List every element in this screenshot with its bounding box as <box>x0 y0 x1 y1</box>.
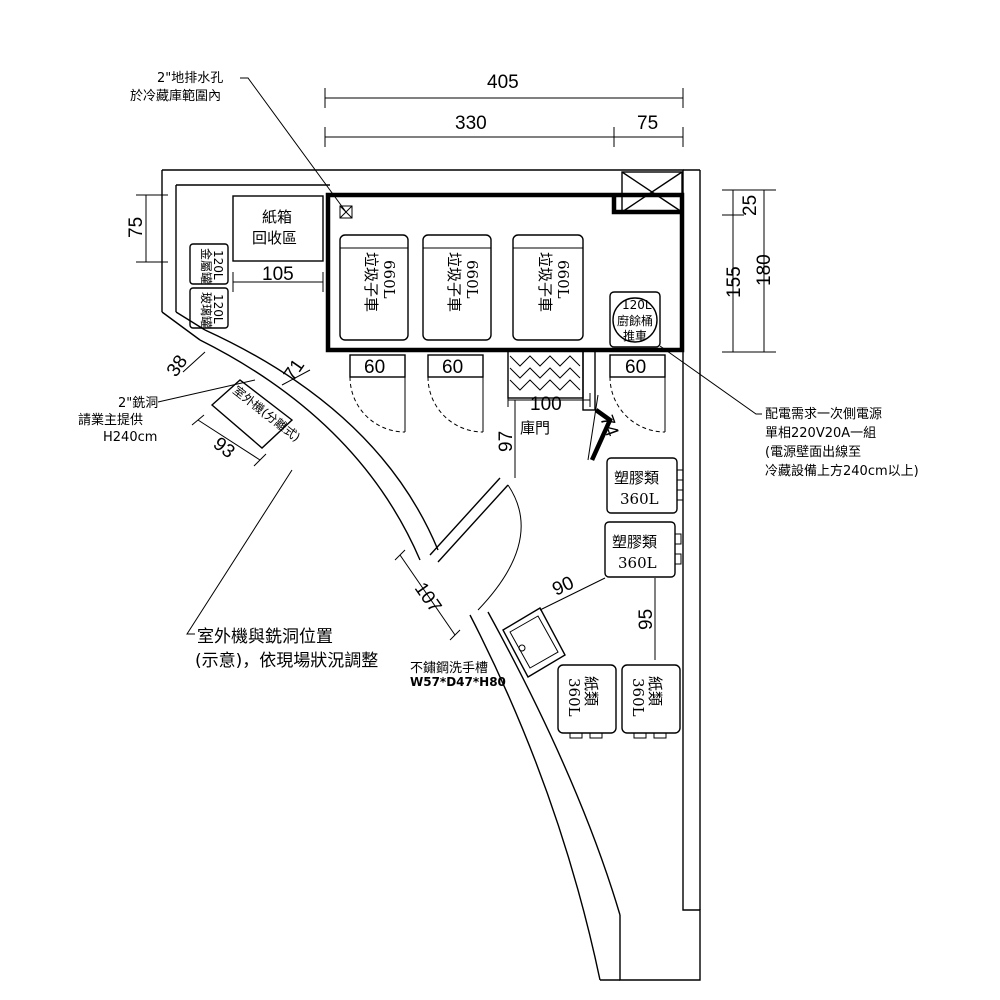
svg-text:660L: 660L <box>463 260 481 299</box>
svg-text:庫門: 庫門 <box>520 419 550 437</box>
svg-text:360L: 360L <box>620 490 659 508</box>
kitchen-waste-cart: 120L 廚餘桶 推車 <box>609 291 661 348</box>
svg-text:120L: 120L <box>211 294 225 324</box>
garbage-cart-1: 垃圾子車 660L <box>339 234 409 341</box>
svg-text:回收區: 回收區 <box>252 229 297 247</box>
door-openings: 60 60 60 <box>349 354 666 433</box>
svg-text:塑膠類: 塑膠類 <box>614 469 659 487</box>
drain-note-line1: 2"地排水孔 <box>157 71 223 86</box>
svg-text:71: 71 <box>280 356 309 385</box>
dim-155: 155 <box>724 266 745 298</box>
svg-text:360L: 360L <box>618 554 657 572</box>
power-note-line2: 單相220V20A一組 <box>765 426 876 441</box>
garbage-cart-2: 垃圾子車 660L <box>422 234 492 341</box>
svg-text:W57*D47*H80: W57*D47*H80 <box>410 675 506 689</box>
svg-text:廚餘桶: 廚餘桶 <box>617 313 653 328</box>
drain-note-line2: 於冷藏庫範圍內 <box>130 88 221 104</box>
annotations: 2"地排水孔 於冷藏庫範圍內 2"銑洞 請業主提供 H240cm 配電需求一次側… <box>78 71 919 671</box>
svg-text:紙箱: 紙箱 <box>262 208 292 226</box>
hole-note-line3: H240cm <box>103 430 157 445</box>
dim-25: 25 <box>740 195 761 216</box>
cold-room-door: 100 庫門 74 <box>507 349 622 461</box>
dim-330: 330 <box>455 113 487 134</box>
svg-text:90: 90 <box>549 573 577 601</box>
svg-text:107: 107 <box>410 579 445 617</box>
outdoor-note-line1: 室外機與銑洞位置 <box>197 627 333 647</box>
outer-walls <box>161 169 701 981</box>
svg-text:93: 93 <box>209 433 239 463</box>
svg-text:660L: 660L <box>380 260 398 299</box>
svg-text:360L: 360L <box>629 678 647 717</box>
plastic-bin-2: 塑膠類 360L <box>604 521 682 578</box>
svg-text:60: 60 <box>442 357 463 378</box>
power-note-line3: (電源壁面出線至 <box>765 444 861 460</box>
stainless-sink: 不鏽鋼洗手槽 W57*D47*H80 <box>410 607 566 689</box>
carton-recycling-area: 紙箱 回收區 105 <box>232 195 324 292</box>
svg-text:紙類: 紙類 <box>646 676 664 706</box>
svg-text:紙類: 紙類 <box>582 676 600 706</box>
garbage-cart-3: 垃圾子車 660L <box>512 234 584 341</box>
svg-text:105: 105 <box>262 264 294 285</box>
svg-text:推車: 推車 <box>623 329 647 343</box>
svg-text:垃圾子車: 垃圾子車 <box>362 252 380 312</box>
svg-text:120L: 120L <box>622 298 652 312</box>
outdoor-unit: 室外機(分離式) 38 71 93 <box>163 352 311 467</box>
small-bin-metal: 金屬罐 120L <box>189 243 229 285</box>
dim-75-left: 75 <box>126 217 147 238</box>
svg-text:垃圾子車: 垃圾子車 <box>445 252 463 312</box>
svg-text:360L: 360L <box>565 678 583 717</box>
outdoor-note-line2: (示意)，依現場狀況調整 <box>195 651 378 671</box>
svg-text:97: 97 <box>496 431 517 452</box>
svg-text:100: 100 <box>530 394 562 415</box>
dim-405: 405 <box>487 72 519 93</box>
svg-text:金屬罐: 金屬罐 <box>199 248 214 284</box>
svg-text:不鏽鋼洗手槽: 不鏽鋼洗手槽 <box>410 661 488 676</box>
svg-text:95: 95 <box>636 609 657 630</box>
paper-bin-1: 紙類 360L <box>557 664 617 739</box>
power-note-line4: 冷藏設備上方240cm以上) <box>765 463 919 479</box>
svg-text:60: 60 <box>364 357 385 378</box>
svg-text:38: 38 <box>163 352 192 381</box>
svg-text:120L: 120L <box>211 250 225 280</box>
small-bin-glass: 玻璃罐 120L <box>189 287 229 329</box>
power-note-line1: 配電需求一次側電源 <box>765 406 882 422</box>
svg-text:玻璃罐: 玻璃罐 <box>199 292 213 328</box>
svg-text:垃圾子車: 垃圾子車 <box>536 252 554 312</box>
svg-text:60: 60 <box>625 357 646 378</box>
paper-bin-2: 紙類 360L <box>621 664 681 739</box>
cold-room <box>325 171 685 353</box>
dim-75-top: 75 <box>637 113 658 134</box>
dim-180: 180 <box>754 254 775 286</box>
dimension-lines: 405 330 75 75 25 155 180 <box>126 72 776 353</box>
svg-text:塑膠類: 塑膠類 <box>612 533 657 551</box>
svg-text:室外機(分離式): 室外機(分離式) <box>230 383 303 445</box>
hole-note-line2: 請業主提供 <box>78 412 143 428</box>
plastic-bin-1: 塑膠類 360L <box>606 457 684 514</box>
hole-note-line1: 2"銑洞 <box>118 395 158 411</box>
svg-text:660L: 660L <box>554 260 572 299</box>
